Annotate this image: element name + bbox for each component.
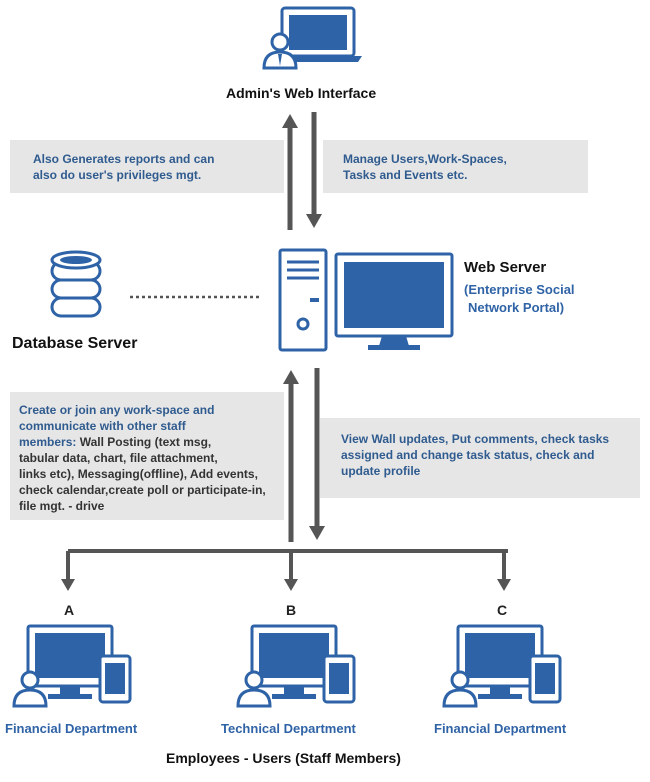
department-a-name: Financial Department [5, 721, 138, 736]
right-top-note-line2: Tasks and Events etc. [343, 168, 468, 182]
web-server-computer-icon [278, 248, 454, 352]
right-top-note-line1: Manage Users,Work-Spaces, [343, 152, 507, 166]
right-bottom-note-line1: View Wall updates, Put comments, check t… [341, 432, 610, 446]
left-bottom-note-line3-lead: members: [19, 435, 80, 449]
database-title: Database Server [12, 335, 138, 352]
department-a-devices-icon [12, 624, 132, 708]
left-bottom-note-line1: Create or join any work-space and [19, 403, 215, 417]
left-top-note-box [10, 140, 284, 193]
right-top-note-box [323, 140, 588, 193]
department-a-letter: A [64, 602, 75, 618]
department-b-devices-icon [236, 624, 356, 708]
web-server-subtitle: (Enterprise Social Network Portal) [464, 281, 575, 317]
department-c-name: Financial Department [434, 721, 567, 736]
right-bottom-note-box [320, 418, 640, 498]
admin-laptop-user-icon [262, 6, 362, 70]
right-bottom-note-line2: assigned and change task status, check a… [341, 448, 595, 462]
distribution-lines [61, 549, 511, 591]
left-bottom-note-line2: communicate with other staff [19, 419, 186, 433]
left-bottom-note-line3: members: Wall Posting (text msg, [19, 434, 266, 450]
web-server-subtitle-line2: Network Portal) [468, 300, 565, 315]
left-bottom-note-line3-rest: Wall Posting (text msg, [79, 435, 212, 449]
right-bottom-note-line3: update profile [341, 464, 421, 478]
department-c-letter: C [497, 602, 508, 618]
left-top-note: Also Generates reports and can also do u… [33, 151, 214, 183]
left-top-note-line2: also do user's privileges mgt. [33, 168, 202, 182]
left-bottom-note-line7: file mgt. - drive [19, 499, 105, 513]
web-server-subtitle-line1: (Enterprise Social [464, 282, 575, 297]
database-link-dotted-line [130, 295, 260, 299]
database-icon [50, 250, 102, 318]
arrow-down-to-server [306, 112, 322, 228]
right-top-note: Manage Users,Work-Spaces, Tasks and Even… [343, 151, 507, 183]
arrow-up-to-admin [282, 114, 298, 230]
left-bottom-note-line4: tabular data, chart, file attachment, [19, 451, 218, 465]
left-top-note-line1: Also Generates reports and can [33, 152, 215, 166]
left-bottom-note: Create or join any work-space and commun… [19, 402, 266, 514]
web-server-title: Web Server [464, 259, 547, 276]
right-bottom-note: View Wall updates, Put comments, check t… [341, 431, 609, 479]
left-bottom-note-box [10, 392, 284, 520]
admin-title: Admin's Web Interface [226, 85, 377, 101]
department-b-name: Technical Department [221, 721, 356, 736]
employees-caption: Employees - Users (Staff Members) [166, 750, 401, 766]
left-bottom-note-line5: links etc), Messaging(offline), Add even… [19, 467, 258, 481]
department-c-devices-icon [442, 624, 562, 708]
arrow-up-from-users [283, 370, 299, 542]
department-b-letter: B [286, 602, 297, 618]
left-bottom-note-line6: check calendar,create poll or participat… [19, 483, 266, 497]
arrow-down-to-users [309, 368, 325, 540]
